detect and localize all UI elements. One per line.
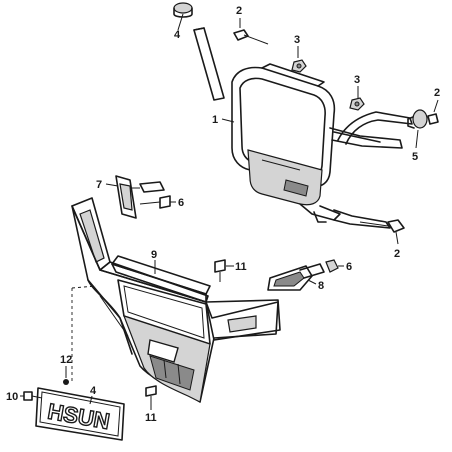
bumper-guard-part-1 [193,27,413,229]
nut-part-3-top [291,59,307,73]
callout-6-left: 6 [178,197,184,209]
callout-4-right: 5 [412,151,418,163]
front-fender-part-9 [71,197,281,403]
cap-part-4-top [173,2,193,18]
screw-part-11-bottom [145,385,157,404]
cap-part-4-right [407,109,428,129]
callout-8: 8 [318,280,324,292]
bolt-part-2-top [233,29,269,45]
callout-11-bottom: 11 [145,412,157,424]
screw-part-11-top [214,259,226,282]
bracket-part-7 [115,175,165,219]
callout-3-top: 3 [294,34,300,46]
nut-part-3-right [349,97,365,111]
callout-9: 9 [151,249,157,261]
callout-3-right: 3 [354,74,360,86]
screw-part-6-right [325,259,339,273]
bolt-part-2-right [427,113,439,125]
callout-6-right: 6 [346,261,352,273]
callout-12: 12 [60,354,72,366]
screw-part-10 [23,391,43,401]
callout-labels: 4 2 3 1 3 2 5 2 7 6 9 11 6 8 12 10 4 11 [6,5,440,424]
callout-11-top: 11 [235,261,247,273]
callout-2-bottom: 2 [394,248,400,260]
license-plate-part-5: HSUN [35,387,125,441]
reflector-part-8 [267,263,325,291]
plate-mount-guide-top [71,285,97,289]
callout-1: 1 [212,114,218,126]
callout-7: 7 [96,179,102,191]
callout-4-top: 4 [174,29,181,41]
callout-2-right: 2 [434,87,440,99]
screw-part-6-left [139,195,171,209]
rivet-part-12 [63,379,69,385]
callout-10: 10 [6,391,18,403]
bolt-part-2-bottom [359,219,405,233]
callout-2-top: 2 [236,5,242,17]
leader-lines [20,13,439,410]
callout-5: 4 [90,385,97,397]
